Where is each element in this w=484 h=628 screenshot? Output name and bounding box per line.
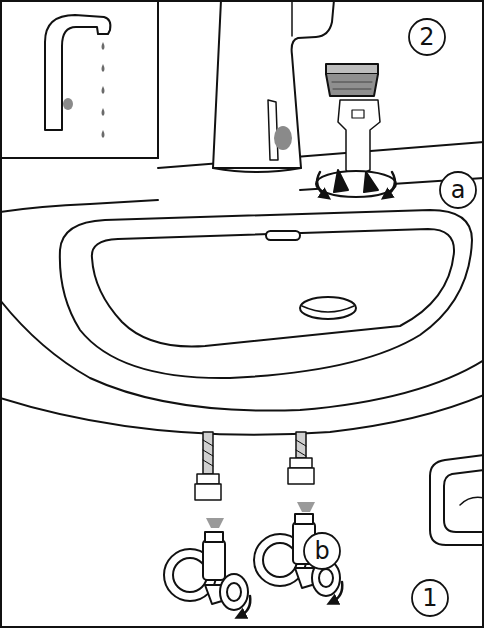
callout-number: b [307,536,337,566]
callout-number: 2 [412,22,442,52]
callout-number: 1 [415,583,445,613]
callout-number: a [443,175,473,205]
